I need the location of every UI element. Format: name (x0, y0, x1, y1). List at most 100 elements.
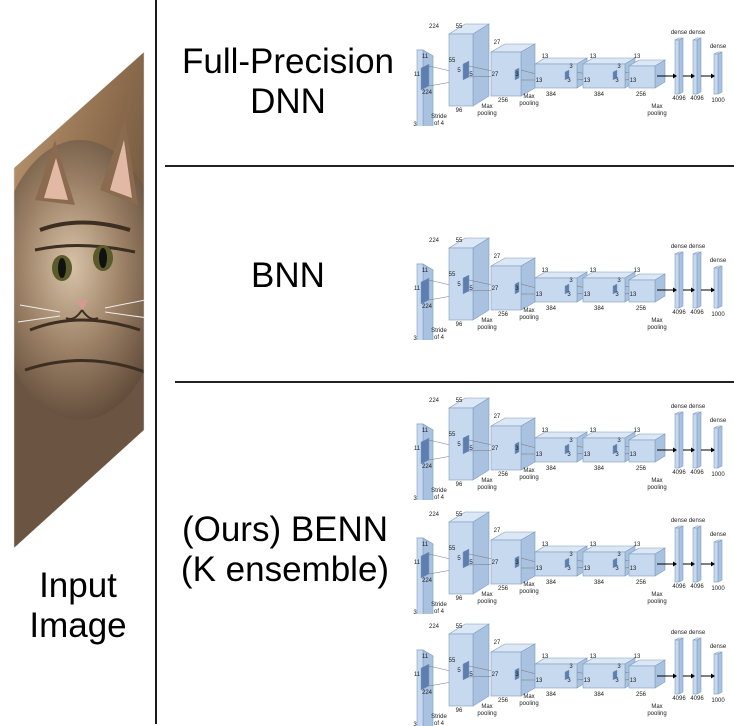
dense-1-label: dense (671, 630, 688, 636)
dense-3-label: dense (710, 44, 727, 50)
kernel-1 (420, 551, 430, 579)
input-image-label: Input Image (8, 566, 148, 646)
kernel-2 (462, 548, 470, 569)
row-label-bnn: BNN (251, 256, 325, 295)
label-maxpool-3: Max (651, 592, 662, 598)
kernel-3 (514, 441, 520, 455)
dense-3-bar (713, 265, 723, 309)
label-3b: 3 (569, 438, 573, 444)
label-256-a: 256 (498, 98, 509, 104)
kernel-2 (462, 660, 470, 681)
dense-3-label: dense (710, 644, 727, 650)
label-13-f: 13 (630, 566, 637, 572)
conv6-volume (627, 659, 667, 689)
kernel-1 (420, 63, 430, 91)
dense-3-units: 1000 (711, 586, 725, 592)
label-maxpool-3: Max (651, 478, 662, 484)
label-maxpool-2: pooling (519, 315, 538, 321)
label-11b: 11 (414, 72, 421, 78)
dense-2-bar (692, 411, 702, 469)
label-13-b: 13 (536, 452, 543, 458)
label-maxpool-1: Max (481, 704, 492, 710)
label-13-f: 13 (630, 452, 637, 458)
conv5-volume (581, 271, 637, 303)
label-27-side: 27 (492, 72, 499, 78)
label-11a: 11 (422, 654, 429, 660)
label-27-side: 27 (492, 672, 499, 678)
label-13-d: 13 (584, 78, 591, 84)
label-5b: 5 (469, 560, 473, 566)
label-11b: 11 (414, 672, 421, 678)
dense-3-units: 1000 (711, 98, 725, 104)
label-maxpool-2: Max (523, 582, 534, 588)
label-256-a: 256 (498, 586, 509, 592)
label-3b: 3 (569, 64, 573, 70)
dense-1-bar (674, 637, 684, 695)
label-maxpool-1: Max (481, 478, 492, 484)
label-3c: 3 (567, 292, 571, 298)
label-256-b: 256 (636, 692, 647, 698)
conv3-volume (489, 257, 537, 311)
input-label-line2: Image (29, 606, 127, 645)
conv6-volume (627, 59, 667, 89)
kernel-4 (564, 69, 570, 81)
label-11a: 11 (422, 54, 429, 60)
label-224-side: 224 (422, 578, 433, 584)
label-224-side: 224 (422, 690, 433, 696)
label-224-top: 224 (429, 624, 440, 630)
label-3e: 3 (615, 78, 619, 84)
label-27-top: 27 (494, 414, 501, 420)
label-13-a: 13 (542, 268, 549, 274)
label-3d: 3 (617, 664, 621, 670)
kernel-2 (462, 434, 470, 455)
label-3e: 3 (615, 678, 619, 684)
label-13-e: 13 (634, 654, 641, 660)
label-13-e: 13 (634, 542, 641, 548)
kernel-5 (612, 283, 618, 295)
label-27-top: 27 (494, 40, 501, 46)
label-55-top: 55 (456, 398, 463, 404)
dense-1-label: dense (671, 404, 688, 410)
dense-1-bar (674, 37, 684, 95)
conv4-volume (533, 431, 589, 463)
kernel-3 (514, 667, 520, 681)
input-label-line1: Input (39, 566, 117, 605)
label-224-top: 224 (429, 512, 440, 518)
conv3-volume (489, 43, 537, 97)
conv5-volume (581, 431, 637, 463)
label-3c: 3 (567, 566, 571, 572)
label-384-b: 384 (594, 466, 605, 472)
label-maxpool-3: Max (651, 704, 662, 710)
label-256-b: 256 (636, 466, 647, 472)
benn-label-line1: (Ours) BENN (181, 510, 389, 549)
label-13-d: 13 (584, 566, 591, 572)
dense-3-units: 1000 (711, 698, 725, 704)
label-13-e: 13 (634, 54, 641, 60)
dense-3-bar (713, 51, 723, 95)
label-27-top: 27 (494, 640, 501, 646)
full-precision-label-line2: DNN (250, 82, 326, 121)
conv4-volume (533, 271, 589, 303)
dense-2-units: 4096 (690, 470, 704, 476)
dense-2-bar (692, 37, 702, 95)
label-3d: 3 (617, 438, 621, 444)
label-3: 3 (413, 336, 417, 340)
label-13-c: 13 (590, 654, 597, 660)
kernel-4 (564, 557, 570, 569)
label-3d: 3 (617, 278, 621, 284)
label-13-f: 13 (630, 678, 637, 684)
label-maxpool-2: Max (523, 694, 534, 700)
kernel-4 (564, 283, 570, 295)
label-384-b: 384 (594, 692, 605, 698)
dense-3-bar (713, 425, 723, 469)
conv4-volume (533, 57, 589, 89)
label-5a: 5 (457, 68, 461, 74)
label-256-a: 256 (498, 698, 509, 704)
kernel-3 (514, 555, 520, 569)
label-55-top: 55 (456, 624, 463, 630)
dense-2-units: 4096 (690, 584, 704, 590)
label-384-a: 384 (546, 692, 557, 698)
